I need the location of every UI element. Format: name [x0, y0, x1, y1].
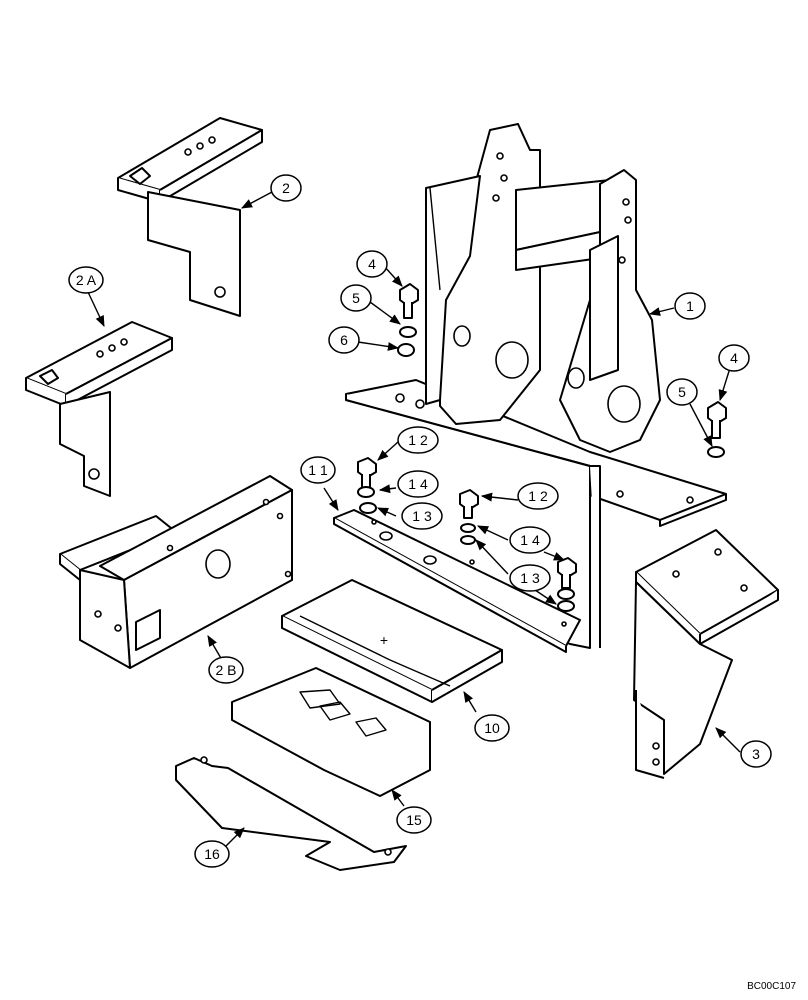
part-11-strip [333, 509, 581, 653]
svg-text:4: 4 [730, 350, 738, 366]
callout-5-right: 5 [666, 378, 698, 406]
svg-text:1: 1 [686, 298, 694, 314]
callout-4-left: 4 [356, 250, 388, 278]
hardware-set-right [707, 401, 727, 458]
drawing-code: BC00C107 [747, 981, 796, 992]
svg-text:10: 10 [484, 720, 500, 736]
svg-text:2 A: 2 A [76, 272, 97, 288]
callout-4-right: 4 [718, 344, 750, 372]
svg-text:5: 5 [678, 384, 686, 400]
svg-text:5: 5 [352, 290, 360, 306]
callout-12-upper: 1 2 [397, 426, 439, 454]
svg-text:1 1: 1 1 [308, 462, 328, 478]
callout-10: 10 [474, 714, 510, 742]
leader-lines [87, 191, 741, 847]
part-1-frame [345, 123, 727, 649]
callout-3: 3 [740, 740, 772, 768]
part-15-tray [231, 667, 431, 797]
callout-1: 1 [674, 292, 706, 320]
svg-text:3: 3 [752, 746, 760, 762]
svg-text:1 2: 1 2 [408, 432, 428, 448]
svg-text:1 3: 1 3 [412, 508, 432, 524]
svg-text:1 2: 1 2 [528, 488, 548, 504]
part-2a-bracket [25, 321, 173, 497]
callout-14-upper: 1 4 [397, 470, 439, 498]
part-10-pad: + [281, 579, 503, 703]
callout-12-lower: 1 2 [517, 482, 559, 510]
callout-14-lower: 1 4 [509, 526, 551, 554]
svg-text:1 4: 1 4 [520, 532, 540, 548]
callout-2a: 2 A [68, 266, 104, 294]
callout-13-upper: 1 3 [401, 502, 443, 530]
svg-text:6: 6 [340, 332, 348, 348]
callout-16: 16 [194, 840, 230, 868]
part-2-bracket [117, 117, 263, 317]
svg-text:15: 15 [406, 812, 422, 828]
callout-11: 1 1 [300, 456, 336, 484]
callout-5-left: 5 [340, 284, 372, 312]
svg-text:2: 2 [282, 180, 290, 196]
hardware-set-center [357, 457, 577, 612]
callout-13-lower: 1 3 [509, 564, 551, 592]
callout-2b: 2 B [208, 656, 244, 684]
part-16-plate [175, 756, 407, 871]
svg-text:2 B: 2 B [215, 662, 236, 678]
svg-text:+: + [380, 632, 388, 648]
callout-6: 6 [328, 326, 360, 354]
svg-text:4: 4 [368, 256, 376, 272]
svg-text:1 4: 1 4 [408, 476, 428, 492]
hardware-set-left [397, 283, 419, 357]
callout-15: 15 [396, 806, 432, 834]
part-2b-bracket [59, 475, 293, 669]
part-3-bracket [633, 529, 779, 779]
svg-text:16: 16 [204, 846, 220, 862]
svg-text:1 3: 1 3 [520, 570, 540, 586]
callout-2: 2 [270, 174, 302, 202]
